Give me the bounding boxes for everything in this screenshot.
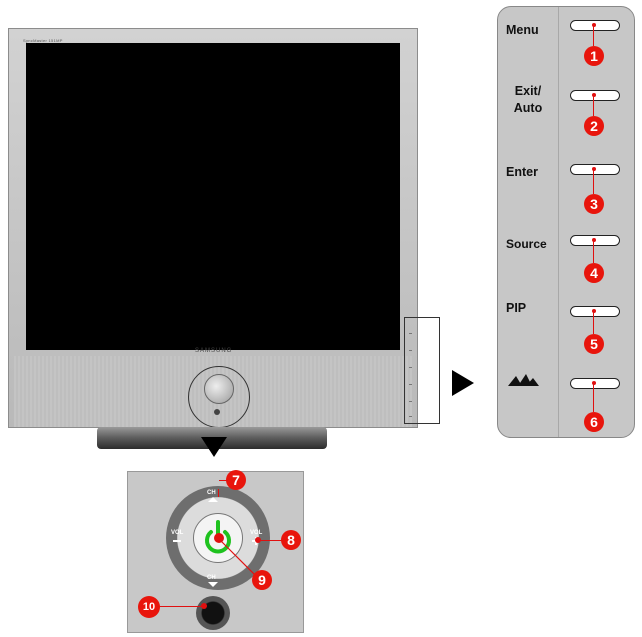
source-button[interactable] bbox=[570, 235, 620, 246]
joystick-button[interactable] bbox=[204, 374, 234, 404]
callout-6: 6 bbox=[584, 412, 604, 432]
remote-sensor bbox=[214, 409, 220, 415]
monitor: SyncMaster 151MP SAMSUNG bbox=[8, 28, 418, 428]
callout-9-leader bbox=[219, 539, 257, 577]
menu-label: Menu bbox=[506, 23, 539, 37]
callout-9: 9 bbox=[252, 570, 272, 590]
brightness-icon bbox=[508, 374, 539, 386]
pip-label: PIP bbox=[506, 301, 527, 315]
callout-5: 5 bbox=[584, 334, 604, 354]
source-label: Source bbox=[506, 237, 547, 251]
callout-4: 4 bbox=[584, 263, 604, 283]
callout-7: 7 bbox=[226, 470, 246, 490]
enter-label: Enter bbox=[506, 165, 538, 179]
side-button-panel bbox=[497, 6, 635, 438]
brand-logo: SAMSUNG bbox=[195, 348, 233, 354]
callout-1: 1 bbox=[584, 46, 604, 66]
arrow-right-icon bbox=[452, 370, 474, 396]
ch-down-label: CH bbox=[207, 575, 216, 581]
power-callout-dot bbox=[214, 533, 224, 543]
remote-sensor-closeup bbox=[196, 596, 230, 630]
panel-divider bbox=[558, 7, 559, 437]
minus-icon bbox=[173, 540, 181, 542]
enter-button[interactable] bbox=[570, 164, 620, 175]
ch-up-arrow-icon bbox=[208, 497, 218, 502]
callout-3: 3 bbox=[584, 194, 604, 214]
ch-down-arrow-icon bbox=[208, 582, 218, 587]
callout-2: 2 bbox=[584, 116, 604, 136]
ch-up-label: CH bbox=[207, 490, 216, 496]
callout-8: 8 bbox=[281, 530, 301, 550]
arrow-down-icon bbox=[201, 437, 227, 457]
menu-button[interactable] bbox=[570, 20, 620, 31]
pip-button[interactable] bbox=[570, 306, 620, 317]
side-buttons-highlight bbox=[404, 317, 440, 424]
monitor-screen bbox=[26, 43, 400, 350]
vol-up-label: VOL bbox=[250, 530, 263, 536]
vol-down-label: VOL bbox=[171, 530, 184, 536]
monitor-brand: SyncMaster 151MP bbox=[23, 38, 63, 43]
brightness-button[interactable] bbox=[570, 378, 620, 389]
exit-auto-button[interactable] bbox=[570, 90, 620, 101]
exit-auto-label: Exit/ Auto bbox=[513, 84, 543, 115]
callout-10: 10 bbox=[138, 596, 160, 618]
